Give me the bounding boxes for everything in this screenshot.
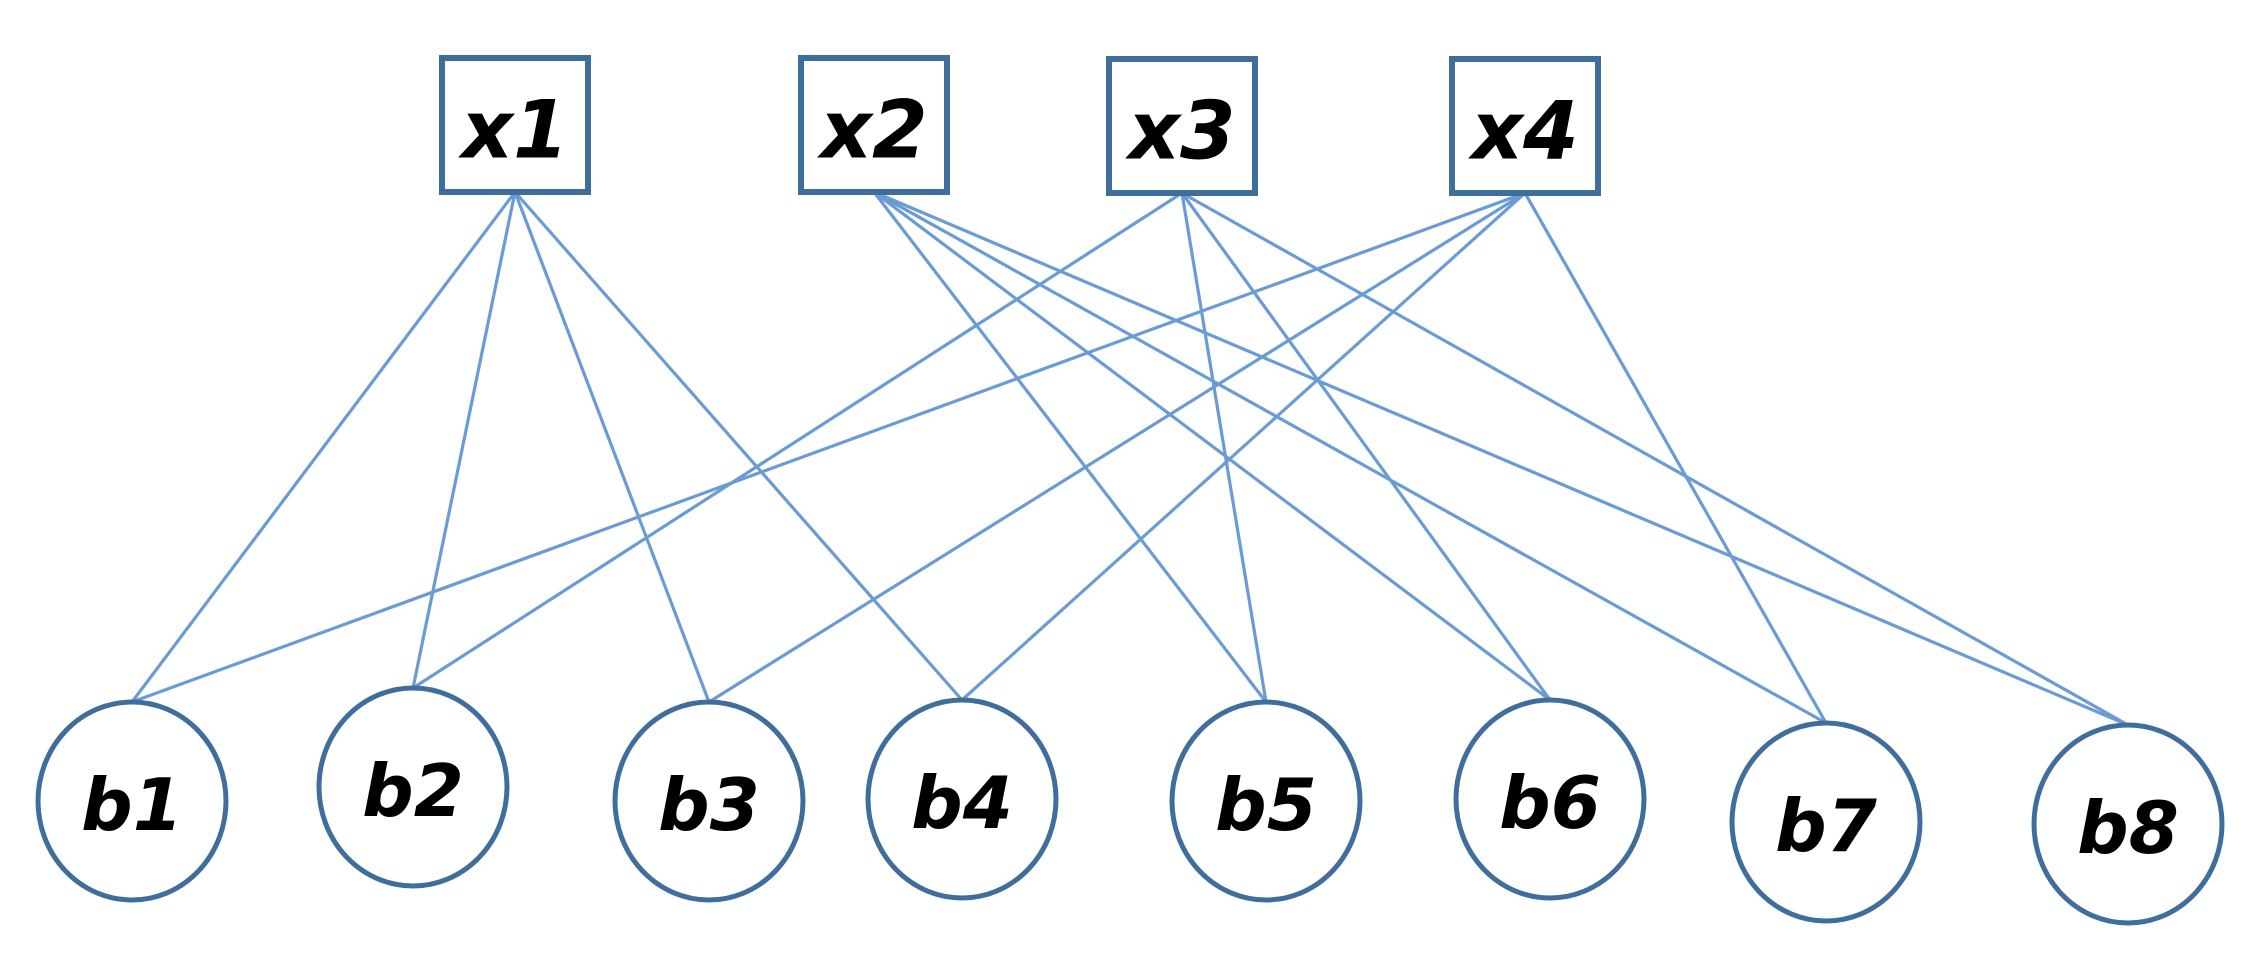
edge-x1-b2 bbox=[411, 190, 517, 690]
edge-x4-b4 bbox=[960, 191, 1527, 702]
node-x2-label: x2 bbox=[816, 84, 927, 177]
node-x2-square bbox=[798, 55, 950, 195]
edge-x2-b5 bbox=[872, 190, 1268, 704]
edge-x2-b6 bbox=[872, 190, 1552, 702]
node-x3-label: x3 bbox=[1124, 85, 1235, 178]
node-x3-square bbox=[1106, 56, 1258, 196]
node-x4-square bbox=[1449, 56, 1601, 196]
node-b6-label: b6 bbox=[1499, 761, 1601, 845]
node-b3-circle bbox=[612, 699, 806, 903]
edge-x3-b8 bbox=[1180, 191, 2130, 727]
node-b1-circle bbox=[35, 699, 229, 903]
node-b5-label: b5 bbox=[1215, 763, 1317, 847]
edge-x1-b1 bbox=[130, 190, 517, 704]
node-b3-label: b3 bbox=[658, 763, 760, 847]
edge-x1-b3 bbox=[513, 190, 711, 704]
edge-x4-b1 bbox=[130, 191, 1527, 704]
node-b2-label: b2 bbox=[362, 749, 464, 833]
edge-x3-b2 bbox=[411, 191, 1184, 690]
node-b1-label: b1 bbox=[81, 763, 183, 847]
edge-x2-b8 bbox=[872, 190, 2130, 727]
node-b4-circle bbox=[865, 697, 1059, 901]
edge-x4-b3 bbox=[707, 191, 1527, 704]
node-b7-circle bbox=[1729, 720, 1923, 924]
edge-x3-b6 bbox=[1180, 191, 1552, 702]
node-x1-label: x1 bbox=[457, 84, 568, 177]
node-x4-label: x4 bbox=[1467, 85, 1578, 178]
node-b6-circle bbox=[1453, 697, 1647, 901]
node-b5-circle bbox=[1169, 699, 1363, 903]
node-b7-label: b7 bbox=[1775, 784, 1877, 868]
node-b2-circle bbox=[316, 685, 510, 889]
edge-x1-b4 bbox=[513, 190, 964, 702]
node-b8-label: b8 bbox=[2077, 786, 2179, 870]
edge-x3-b5 bbox=[1180, 191, 1268, 704]
edge-x4-b7 bbox=[1523, 191, 1828, 725]
node-b8-circle bbox=[2031, 722, 2225, 926]
edge-x2-b7 bbox=[872, 190, 1828, 725]
node-x1-square bbox=[439, 55, 591, 195]
node-b4-label: b4 bbox=[911, 761, 1013, 845]
